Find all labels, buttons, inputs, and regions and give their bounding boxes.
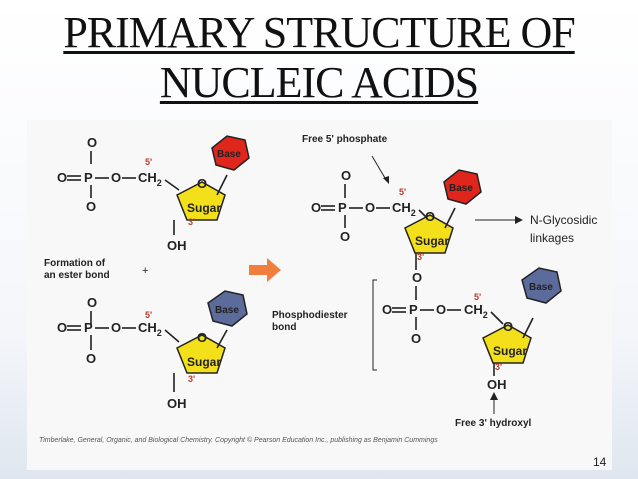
three-prime-label: 3' [417,252,424,262]
sugar-pentagon [176,334,226,374]
base-hexagon-red [211,135,250,171]
o-bottom: O [340,229,350,244]
oh-label: OH [487,377,507,392]
n-glycosidic-label-2: linkages [530,231,574,245]
nucleotide-top-left: O O P O O 5' CH2 O Sugar 3' Ba [57,135,250,253]
o-ester: O [111,320,121,335]
ring-o: O [425,209,435,224]
o-link: O [412,270,422,285]
base-label: Base [449,183,473,194]
sugar-pentagon [482,324,532,364]
five-prime-label: 5' [399,187,406,197]
glycosidic-bond [216,329,228,349]
diagram-panel: O O P O O 5' CH2 O Sugar 3' Ba [27,120,612,470]
ring-o: O [197,330,207,345]
o-left: O [382,302,392,317]
nucleic-acid-diagram: O O P O O 5' CH2 O Sugar 3' Ba [39,134,607,469]
base-label: Base [215,305,239,316]
o-left: O [57,320,67,335]
oh-label: OH [167,238,187,253]
pointer-arrowhead [383,176,389,184]
three-prime-label: 3' [188,217,195,227]
oh-label: OH [167,396,187,411]
bond [164,179,180,191]
glycosidic-bond [522,317,534,339]
free-phosphate-label: Free 5' phosphate [302,134,388,145]
base-hexagon-blue [207,290,248,327]
o-ester: O [365,200,375,215]
source-caption: Timberlake, General, Organic, and Biolog… [39,436,438,444]
bond [164,329,180,343]
o-ester: O [111,170,121,185]
o-top: O [87,295,97,310]
ch-label: CH2 [464,302,488,320]
phosphodiester-label-1: Phosphodiester [272,310,348,321]
title-line-1: PRIMARY STRUCTURE OF [63,8,575,57]
o-top: O [87,135,97,150]
o-top: O [341,168,351,183]
nucleotide-right-top: O O P O O 5' CH2 O Sugar 3' Ba [311,168,482,270]
title-line-2: NUCLEIC ACIDS [159,58,479,107]
sugar-label: Sugar [187,355,221,369]
sugar-label: Sugar [415,234,449,248]
o-bottom: O [411,331,421,346]
ring-o: O [197,176,207,191]
base-hexagon-blue [521,267,562,304]
sugar-label: Sugar [493,344,527,358]
p-atom: P [84,320,93,335]
ch-label: CH2 [392,200,416,218]
o-bottom: O [86,351,96,366]
formation-label-2: an ester bond [44,270,110,281]
nucleotide-bottom-left: O O P O O 5' CH2 O Sugar 3' Ba [57,290,248,411]
o-left: O [57,170,67,185]
sugar-label: Sugar [187,201,221,215]
pointer-line [371,155,386,179]
hydroxyl-arrowhead [490,392,498,400]
base-label: Base [217,149,241,160]
o-left: O [311,200,321,215]
p-atom: P [409,302,418,317]
five-prime-label: 5' [145,310,152,320]
plus-sign: + [142,265,148,277]
base-label: Base [529,282,553,293]
reaction-arrow [249,258,281,282]
p-atom: P [84,170,93,185]
phosphodiester-bracket [372,279,377,371]
sugar-pentagon [404,214,454,254]
three-prime-label: 3' [188,374,195,384]
n-glycosidic-label-1: N-Glycosidic [530,213,597,227]
five-prime-label: 5' [474,292,481,302]
glycosidic-bond [444,207,456,229]
five-prime-label: 5' [145,157,152,167]
glycosidic-bond [216,174,228,196]
glycosidic-arrowhead [515,216,523,224]
nucleotide-right-bottom: O O P O O 5' CH2 O Sugar 3' Ba [382,267,562,392]
free-hydroxyl-label: Free 3' hydroxyl [455,418,532,429]
p-atom: P [338,200,347,215]
ch-label: CH2 [138,170,162,188]
base-hexagon-red [443,169,482,205]
bond [490,311,504,325]
formation-label-1: Formation of [44,258,106,269]
o-ester: O [436,302,446,317]
page-number: 14 [593,455,607,469]
three-prime-label: 3' [495,362,502,372]
sugar-pentagon [176,181,226,221]
ch-label: CH2 [138,320,162,338]
ring-o: O [503,319,513,334]
slide-title: PRIMARY STRUCTURE OF NUCLEIC ACIDS [0,8,638,108]
o-bottom: O [86,199,96,214]
phosphodiester-label-2: bond [272,322,296,333]
